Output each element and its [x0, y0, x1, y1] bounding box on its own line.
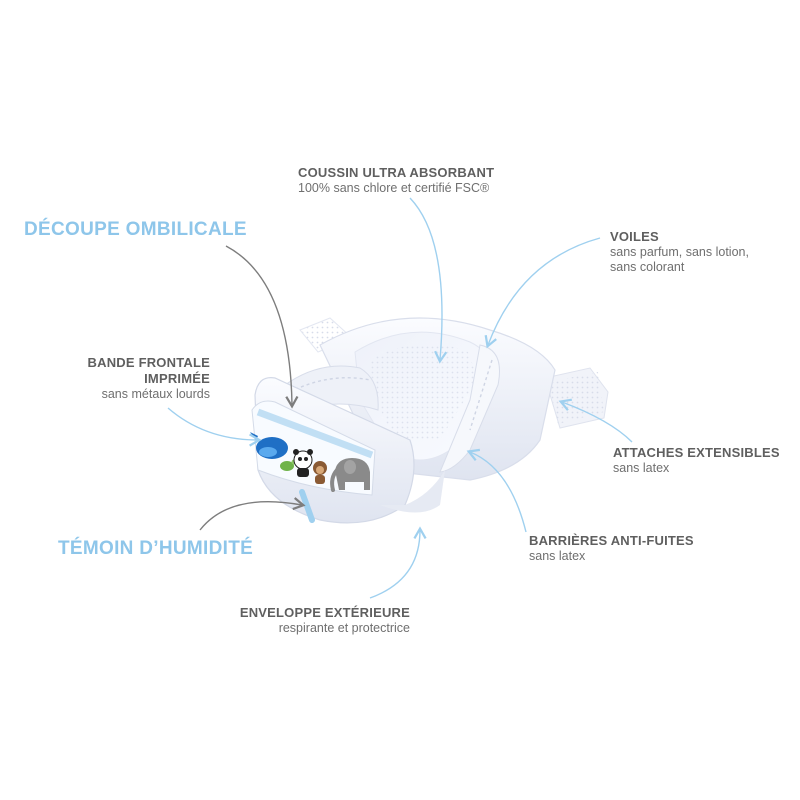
label-decoupe: DÉCOUPE OMBILICALE	[24, 219, 247, 240]
label-enveloppe: ENVELOPPE EXTÉRIEURE respirante et prote…	[210, 605, 410, 636]
label-attaches-title: ATTACHES EXTENSIBLES	[613, 445, 780, 460]
callout-arrows	[167, 197, 633, 599]
monkey-icon	[313, 461, 327, 484]
panda-icon	[293, 449, 313, 477]
label-coussin: COUSSIN ULTRA ABSORBANT 100% sans chlore…	[298, 165, 494, 196]
label-bande-title-2: IMPRIMÉE	[144, 371, 210, 386]
label-attaches-sub: sans latex	[613, 461, 670, 475]
label-barrieres-sub: sans latex	[529, 549, 586, 563]
arrow-voiles	[484, 237, 601, 349]
label-voiles: VOILES sans parfum, sans lotion, sans co…	[610, 229, 749, 275]
label-barrieres: BARRIÈRES ANTI-FUITES sans latex	[529, 533, 694, 564]
arrow-barrieres	[466, 448, 527, 533]
label-voiles-sub-2: sans colorant	[610, 260, 685, 274]
label-voiles-sub-1: sans parfum, sans lotion,	[610, 245, 749, 259]
arrow-attaches	[558, 398, 633, 443]
label-bande: BANDE FRONTALE IMPRIMÉE sans métaux lour…	[60, 355, 210, 402]
label-enveloppe-title: ENVELOPPE EXTÉRIEURE	[239, 605, 410, 620]
label-bande-sub: sans métaux lourds	[101, 387, 210, 401]
label-attaches: ATTACHES EXTENSIBLES sans latex	[613, 445, 780, 476]
arrow-bande	[167, 407, 262, 447]
label-barrieres-title: BARRIÈRES ANTI-FUITES	[529, 533, 694, 548]
label-coussin-title: COUSSIN ULTRA ABSORBANT	[298, 165, 495, 180]
arrow-temoin	[199, 497, 306, 531]
label-bande-title-1: BANDE FRONTALE	[87, 355, 210, 370]
label-voiles-title: VOILES	[610, 229, 659, 244]
arrow-coussin	[409, 197, 448, 364]
label-temoin: TÉMOIN D’HUMIDITÉ	[58, 538, 254, 559]
diaper-illustration	[250, 317, 609, 524]
label-coussin-sub: 100% sans chlore et certifié FSC®	[298, 181, 490, 195]
elephant-icon	[330, 458, 370, 492]
arrow-enveloppe	[369, 526, 427, 599]
label-enveloppe-sub: respirante et protectrice	[278, 621, 410, 635]
arrow-decoupe	[225, 245, 299, 409]
